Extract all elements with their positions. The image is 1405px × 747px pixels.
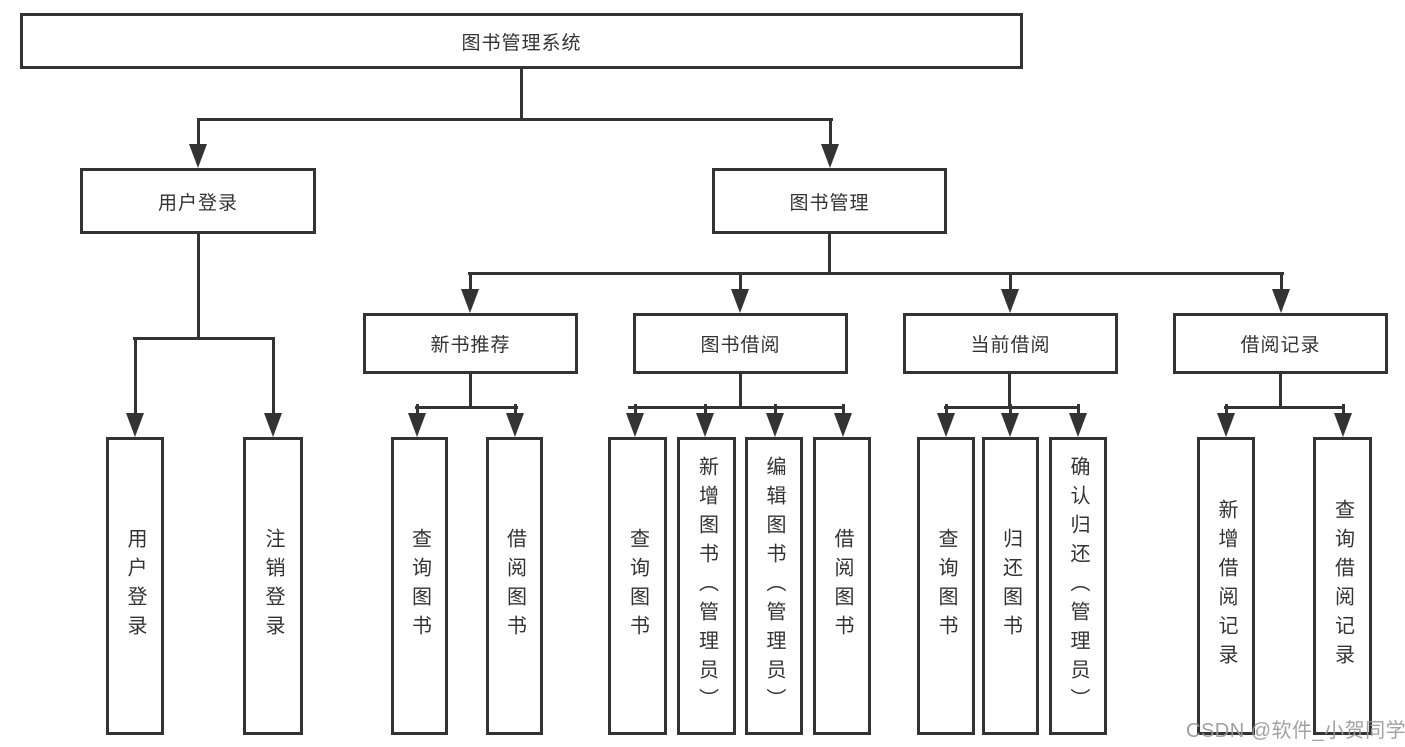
down-arrow-icon	[766, 404, 784, 437]
leaf-add-book-admin: 新增图书（管理员）	[677, 437, 736, 735]
leaf-label: 查询借阅记录	[1331, 499, 1354, 673]
leaf-query-borrow-record: 查询借阅记录	[1313, 437, 1372, 735]
down-arrow-icon	[461, 272, 479, 313]
node-root-system: 图书管理系统	[20, 13, 1023, 69]
leaf-query-books-borrowing: 查询图书	[608, 437, 667, 735]
down-arrow-icon	[1001, 404, 1019, 437]
leaf-label: 借阅图书	[831, 528, 853, 644]
down-arrow-icon	[731, 272, 749, 313]
down-arrow-icon	[189, 118, 207, 168]
leaf-return-book: 归还图书	[982, 437, 1039, 735]
down-arrow-icon	[834, 404, 852, 437]
leaf-label: 查询图书	[935, 528, 957, 644]
connector-book-borrow-stem	[739, 374, 742, 408]
csdn-watermark: CSDN @软件_小贺同学	[1186, 720, 1405, 742]
down-arrow-icon	[126, 337, 144, 437]
leaf-borrow-books-borrowing: 借阅图书	[813, 437, 871, 735]
down-arrow-icon	[1001, 272, 1019, 313]
down-arrow-icon	[626, 404, 644, 437]
leaf-label: 编辑图书（管理员）	[763, 455, 785, 717]
node-label: 图书借阅	[700, 335, 781, 356]
node-label: 图书管理	[789, 192, 870, 214]
leaf-query-books-recommend: 查询图书	[391, 437, 448, 735]
connector-level1-rail	[197, 118, 833, 121]
leaf-label: 查询图书	[626, 528, 649, 644]
connector-user-login-rail	[133, 337, 275, 340]
node-label: 图书管理系统	[461, 32, 582, 54]
node-borrow-records: 借阅记录	[1173, 313, 1388, 374]
node-label: 当前借阅	[970, 335, 1051, 356]
leaf-label: 用户登录	[124, 528, 146, 644]
leaf-add-borrow-record: 新增借阅记录	[1197, 437, 1255, 735]
leaf-label: 借阅图书	[503, 528, 526, 644]
node-new-book-recommend: 新书推荐	[363, 313, 578, 374]
leaf-label: 新增借阅记录	[1215, 499, 1237, 673]
node-label: 用户登录	[157, 192, 238, 214]
down-arrow-icon	[408, 404, 426, 437]
connector-new-rec-stem	[469, 374, 472, 408]
connector-borrow-record-rail	[1224, 406, 1345, 409]
leaf-label: 查询图书	[408, 528, 431, 644]
leaf-label: 新增图书（管理员）	[695, 455, 718, 717]
leaf-confirm-return-admin: 确认归还（管理员）	[1049, 437, 1107, 735]
leaf-label: 注销登录	[262, 528, 284, 644]
connector-current-borrow-stem	[1008, 374, 1011, 408]
connector-user-login-stem	[197, 234, 200, 339]
node-book-borrowing: 图书借阅	[633, 313, 848, 374]
connector-root-stem	[520, 68, 523, 120]
connector-book-mgmt-stem	[828, 234, 831, 274]
leaf-query-books-current: 查询图书	[917, 437, 975, 735]
leaf-label: 确认归还（管理员）	[1067, 455, 1089, 717]
down-arrow-icon	[696, 404, 714, 437]
down-arrow-icon	[1272, 272, 1290, 313]
connector-book-mgmt-rail	[468, 272, 1284, 275]
connector-current-borrow-rail	[944, 406, 1080, 409]
down-arrow-icon	[1334, 404, 1352, 437]
leaf-edit-book-admin: 编辑图书（管理员）	[745, 437, 803, 735]
node-label: 借阅记录	[1240, 335, 1321, 356]
node-current-borrowing: 当前借阅	[903, 313, 1118, 374]
connector-borrow-record-stem	[1279, 374, 1282, 408]
down-arrow-icon	[821, 118, 839, 168]
down-arrow-icon	[1069, 404, 1087, 437]
down-arrow-icon	[506, 404, 524, 437]
down-arrow-icon	[264, 337, 282, 437]
leaf-logout: 注销登录	[243, 437, 303, 735]
node-user-login: 用户登录	[80, 168, 316, 234]
leaf-user-login: 用户登录	[106, 437, 164, 735]
node-book-management: 图书管理	[712, 168, 947, 234]
down-arrow-icon	[1217, 404, 1235, 437]
connector-book-borrow-rail	[628, 406, 845, 409]
down-arrow-icon	[937, 404, 955, 437]
connector-new-rec-rail	[415, 406, 518, 409]
leaf-borrow-books-recommend: 借阅图书	[486, 437, 543, 735]
leaf-label: 归还图书	[999, 528, 1022, 644]
node-label: 新书推荐	[430, 335, 511, 356]
